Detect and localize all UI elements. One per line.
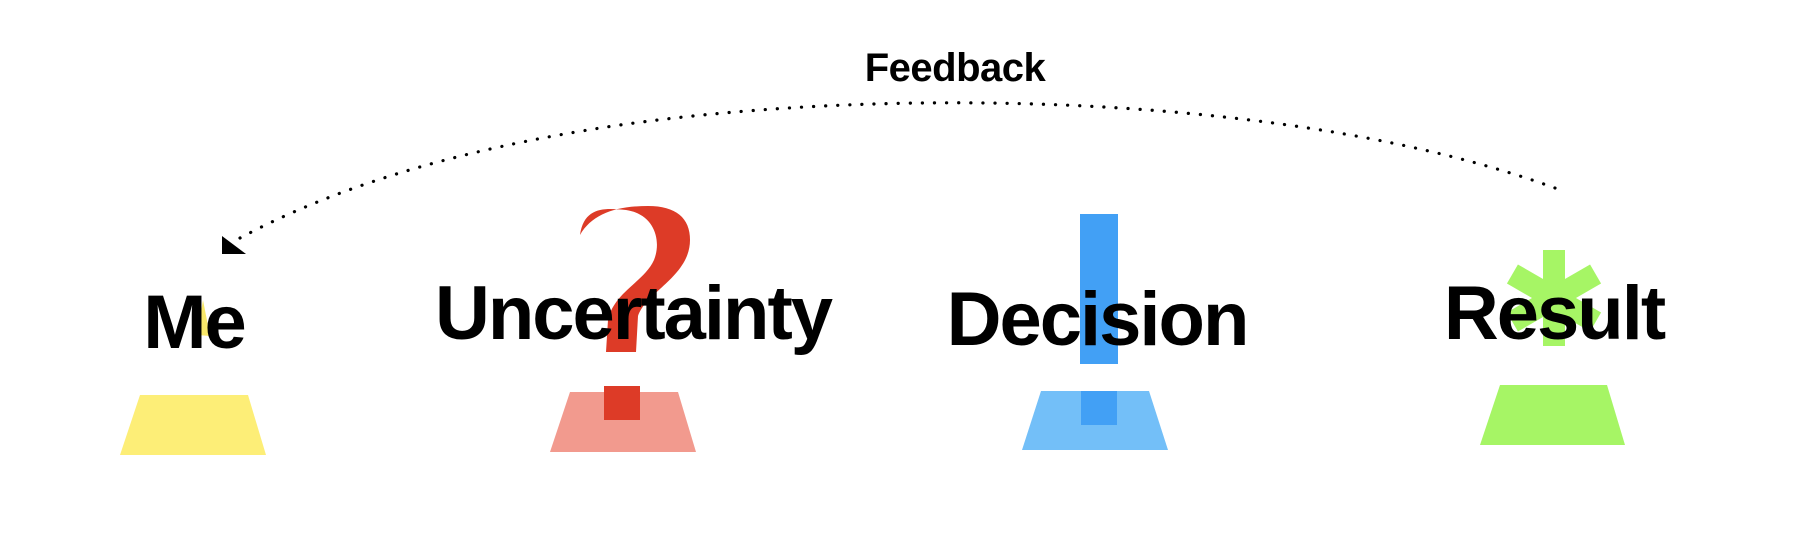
result-asterisk <box>1506 250 1602 346</box>
uncertainty-pedestal <box>550 392 696 452</box>
me-symbol <box>197 300 210 336</box>
node-label-me: Me <box>143 280 247 365</box>
feedback-arrow-path <box>238 101 1557 240</box>
feedback-label: Feedback <box>864 46 1046 90</box>
node-label-decision: Decision <box>946 277 1250 362</box>
node-label-uncertainty: Uncertainty <box>434 271 833 356</box>
result-pedestal <box>1480 385 1625 445</box>
uncertainty-question-dot-overlay <box>604 386 640 420</box>
node-label-result: Result <box>1443 271 1666 356</box>
decision-exclamation-bar <box>1080 214 1118 364</box>
feedback-arrowhead <box>222 236 246 254</box>
me-pedestal <box>120 395 266 455</box>
uncertainty-question-mark <box>580 206 690 352</box>
decision-exclamation-dot-overlay <box>1081 391 1117 425</box>
